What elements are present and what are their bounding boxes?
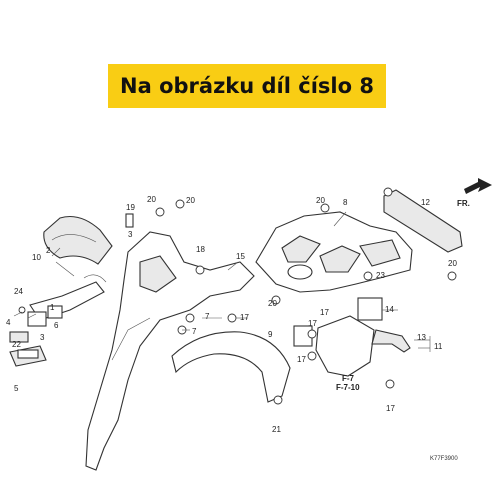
callout-20: 20: [268, 299, 277, 308]
callout-15: 15: [236, 252, 245, 261]
callout-8: 8: [343, 198, 348, 207]
callout-3-lamp: 3: [40, 333, 45, 342]
callout-18: 18: [196, 245, 205, 254]
callout-7: 7: [205, 312, 210, 321]
callout-20: 20: [186, 196, 195, 205]
inner-fender-part: [171, 331, 291, 403]
clip-part: [125, 213, 134, 228]
callout-24: 24: [14, 287, 23, 296]
callout-4: 4: [6, 318, 11, 327]
callout-19: 19: [126, 203, 135, 212]
direction-label: FR.: [457, 199, 470, 208]
bracket-part: [357, 297, 383, 321]
tail-cowl-part: [43, 215, 113, 265]
callout-16: 17: [320, 308, 329, 317]
callout-1: 1: [50, 303, 55, 312]
seal-strip-part: [383, 189, 463, 253]
callout-23: 23: [376, 271, 385, 280]
drawing-code: K77F3900: [430, 456, 458, 462]
callout-22: 22: [12, 340, 21, 349]
callout-10: 10: [32, 253, 41, 262]
callout-20: 20: [316, 196, 325, 205]
license-lamp-assembly: [27, 274, 107, 327]
part-number-banner: Na obrázku díl číslo 8: [108, 64, 386, 108]
front-direction-arrow: FR.: [457, 178, 492, 208]
callout-9: 9: [268, 330, 273, 339]
callout-12: 12: [421, 198, 430, 207]
callout-2: 2: [46, 246, 51, 255]
callout-17: 17: [386, 404, 395, 413]
callout-14: 14: [385, 305, 394, 314]
callout-7b: 7: [192, 327, 197, 336]
reference-f7-10: F-7-10: [336, 383, 360, 392]
reference-f7: F-7: [342, 374, 355, 383]
reflector-part: [9, 331, 29, 343]
callout-17: 17: [240, 313, 249, 322]
callout-5: 5: [14, 384, 19, 393]
callout-6: 6: [54, 321, 59, 330]
bracket-assembly: [315, 315, 411, 377]
callout-numbers: 20 20 19 3 10 2 18 15 24 4 1 6 3 22 5 7 …: [6, 195, 458, 462]
upper-tray-part: [255, 211, 413, 293]
callout-13: 13: [417, 333, 426, 342]
banner-text: Na obrázku díl číslo 8: [120, 74, 374, 98]
lamp-lens-part: [9, 345, 47, 367]
callout-3: 3: [128, 230, 133, 239]
callout-17: 17: [297, 355, 306, 364]
callout-11: 11: [434, 342, 443, 351]
callout-21: 21: [272, 425, 281, 434]
leader-lines: [13, 211, 431, 352]
callout-20: 20: [147, 195, 156, 204]
callout-20: 20: [448, 259, 457, 268]
callout-17: 17: [308, 319, 317, 328]
